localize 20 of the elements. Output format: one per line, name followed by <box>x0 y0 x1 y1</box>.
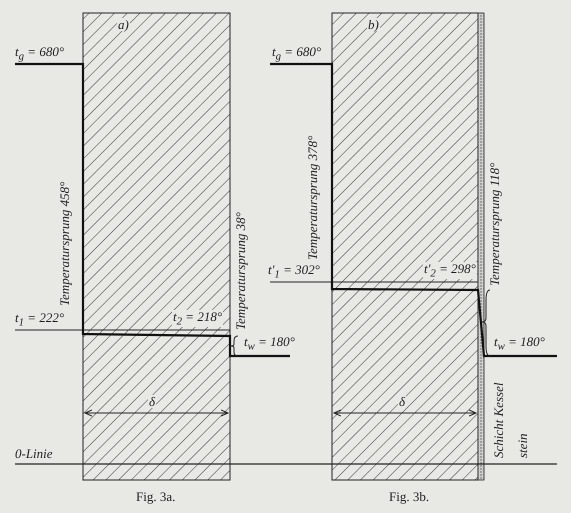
temperature-jump-label: Temperatursprung 378° <box>306 136 319 260</box>
temperature-label: t$_{w}$ = 180° <box>494 335 545 352</box>
layer-label: Schicht Kessel stein <box>490 382 531 458</box>
figure-caption: Fig. 3a. <box>136 490 176 503</box>
figure-caption: Fig. 3b. <box>389 490 430 503</box>
figure-letter: a) <box>117 18 130 31</box>
dimension-label: δ <box>148 395 156 408</box>
temperature-label: t$_{w}$ = 180° <box>244 335 295 352</box>
temperature-jump-label: Temperatursprung 458° <box>58 182 71 306</box>
temperature-label: t$_{g}$ = 680° <box>272 45 322 62</box>
temperature-label: t$_{g}$ = 680° <box>15 45 64 62</box>
temperature-jump-label: Temperatursprung 38° <box>234 212 247 330</box>
temperature-label: t'$_{2}$ = 298° <box>423 262 477 280</box>
temperature-label: t'$_{1}$ = 302° <box>268 263 320 280</box>
dimension-label: δ <box>398 395 406 408</box>
temperature-label: t$_{1}$ = 222° <box>15 311 64 328</box>
zero-line-label: 0-Linie <box>15 447 53 460</box>
temperature-jump-label: Temperatursprung 118° <box>488 162 501 286</box>
temperature-label: t$_{2}$ = 218° <box>172 310 224 328</box>
figure-letter: b) <box>367 18 380 31</box>
